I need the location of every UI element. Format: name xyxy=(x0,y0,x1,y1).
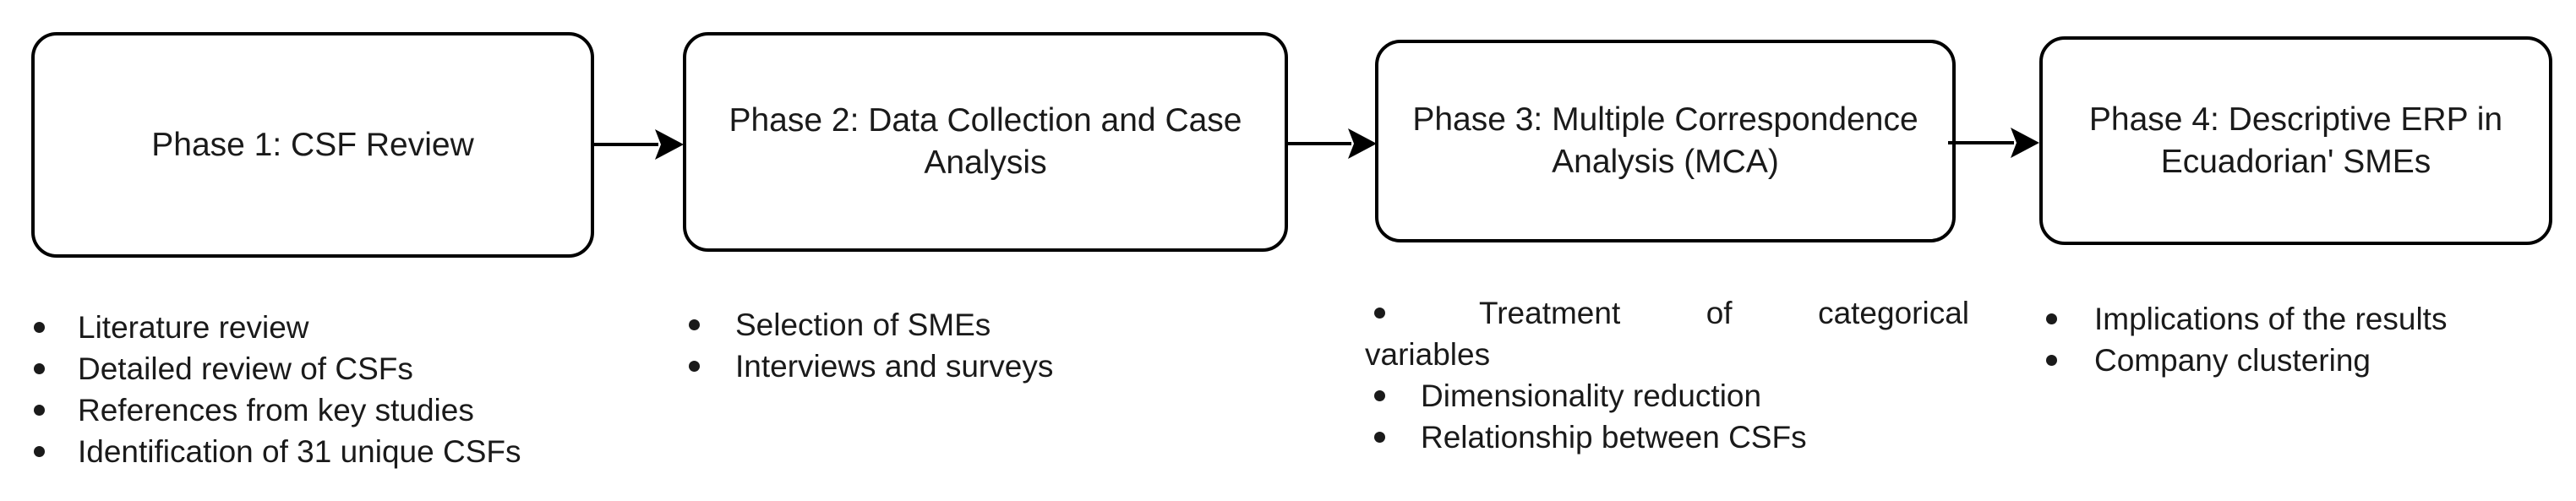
title-line: Phase 1: CSF Review xyxy=(151,126,474,163)
bullet-icon xyxy=(34,405,45,416)
phase-2-title: Phase 2: Data Collection and Case Analys… xyxy=(686,100,1285,184)
bullet-item: References from key studies xyxy=(34,389,521,431)
bullet-item: Relationship between CSFs xyxy=(1374,417,1976,458)
bullet-icon xyxy=(1374,432,1385,443)
bullet-icon xyxy=(34,363,45,374)
title-line: Analysis (MCA) xyxy=(1552,144,1779,180)
bullet-item: Identification of 31 unique CSFs xyxy=(34,431,521,472)
phase-1-bullets: Literature review Detailed review of CSF… xyxy=(34,307,521,472)
bullet-icon xyxy=(2046,355,2057,366)
phase-4-box: Phase 4: Descriptive ERP in Ecuadorian' … xyxy=(2039,36,2552,245)
bullet-item-continuation: variables xyxy=(1365,337,1491,372)
flow-arrow-icon xyxy=(1948,128,2039,158)
title-line: Phase 4: Descriptive ERP in xyxy=(2088,101,2503,138)
bullet-icon xyxy=(1374,390,1385,401)
phase-1-box: Phase 1: CSF Review xyxy=(31,32,594,258)
bullet-icon xyxy=(689,319,700,330)
title-line: Phase 3: Multiple Correspondence xyxy=(1412,101,1918,138)
title-line: Phase 2: Data Collection and Case xyxy=(729,102,1242,139)
bullet-item: Literature review xyxy=(34,307,521,348)
bullet-item: Selection of SMEs xyxy=(689,304,1053,346)
title-line: Ecuadorian' SMEs xyxy=(2160,143,2431,180)
title-line: Analysis xyxy=(924,144,1047,181)
phase-3-title: Phase 3: Multiple Correspondence Analysi… xyxy=(1378,99,1952,183)
phase-4-title: Phase 4: Descriptive ERP in Ecuadorian' … xyxy=(2043,99,2549,183)
bullet-item: Treatment of categorical xyxy=(1374,292,1976,334)
bullet-icon xyxy=(1374,308,1385,319)
phase-2-box: Phase 2: Data Collection and Case Analys… xyxy=(683,32,1288,252)
phase-2-bullets: Selection of SMEs Interviews and surveys xyxy=(689,304,1053,387)
flow-arrow-icon xyxy=(592,129,684,160)
bullet-item: Detailed review of CSFs xyxy=(34,348,521,389)
phase-3-bullets: Treatment of categorical variables Dimen… xyxy=(1365,292,1976,458)
bullet-icon xyxy=(34,322,45,333)
bullet-icon xyxy=(689,361,700,372)
bullet-item: Implications of the results xyxy=(2046,298,2447,340)
phase-3-box: Phase 3: Multiple Correspondence Analysi… xyxy=(1375,40,1956,242)
phase-1-title: Phase 1: CSF Review xyxy=(35,124,591,166)
phase-4-bullets: Implications of the results Company clus… xyxy=(2046,298,2447,381)
bullet-icon xyxy=(2046,313,2057,324)
flow-arrow-icon xyxy=(1285,128,1377,159)
bullet-item: Dimensionality reduction xyxy=(1374,375,1976,417)
bullet-item: Company clustering xyxy=(2046,340,2447,381)
bullet-item: Interviews and surveys xyxy=(689,346,1053,387)
bullet-icon xyxy=(34,446,45,457)
